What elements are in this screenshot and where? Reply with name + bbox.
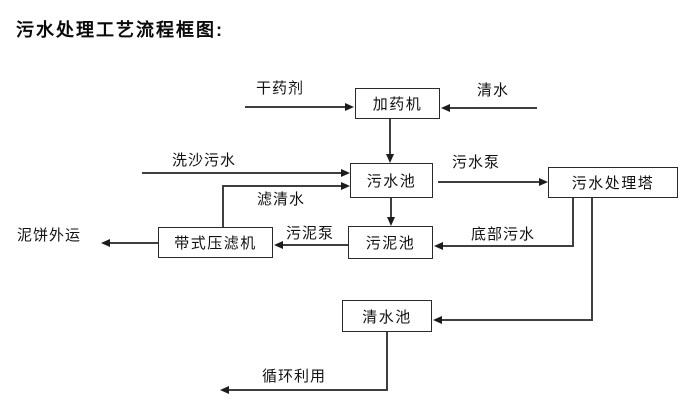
arrowhead-left-icon [101,239,110,247]
label-mud-cake-outbound: 泥饼外运 [17,227,82,244]
node-sludge-pool: 污泥池 [348,226,433,259]
arrowhead-down-icon [386,154,394,163]
label-sewage-pump: 污水泵 [452,154,501,171]
edge-tower-to-clean-vline [591,198,593,321]
node-belt-filter-press: 带式压滤机 [158,227,273,258]
edge-recycling-hline [229,389,387,391]
node-treatment-tower: 污水处理塔 [548,167,678,198]
edge-tower-to-clean-hline [442,319,593,321]
edge-mud-cake-line [110,242,158,244]
edge-filtered-water-vline [222,185,224,227]
arrowhead-left-icon [441,104,450,112]
edge-bottom-sewage-vline [572,198,574,247]
arrowhead-right-icon [539,178,548,186]
label-bottom-sewage: 底部污水 [471,226,536,243]
arrowhead-left-icon [434,242,443,250]
edge-sludge-pump-line [283,244,348,246]
edge-filtered-water-hline [222,185,341,187]
arrowhead-left-icon [220,386,229,394]
edge-clean-water-line [450,107,537,109]
label-dry-chemical: 干药剂 [256,80,305,97]
label-recycling: 循环利用 [262,368,327,385]
edge-dosing-to-sewage-line [389,119,391,155]
edge-recycling-vline [386,332,388,391]
arrowhead-left-icon [433,316,442,324]
node-clean-water-pool: 清水池 [342,300,432,332]
diagram-title: 污水处理工艺流程框图: [16,20,224,40]
label-filtered-water: 滤清水 [257,191,306,208]
label-clean-water: 清水 [477,82,510,99]
edge-sand-washing-line [142,172,341,174]
edge-sewage-pump-line [438,181,539,183]
edge-sewage-to-sludge-line [390,198,392,217]
arrowhead-right-icon [345,103,354,111]
arrowhead-down-icon [387,217,395,226]
label-sand-washing-sewage: 洗沙污水 [172,152,237,169]
node-dosing-machine: 加药机 [355,88,440,119]
arrowhead-right-icon [341,169,350,177]
edge-dry-chemical-line [245,106,345,108]
node-sewage-pool: 污水池 [350,163,433,198]
edge-bottom-sewage-hline [443,245,574,247]
arrowhead-left-icon [274,241,283,249]
label-sludge-pump: 污泥泵 [286,225,335,242]
arrowhead-right-icon [341,182,350,190]
